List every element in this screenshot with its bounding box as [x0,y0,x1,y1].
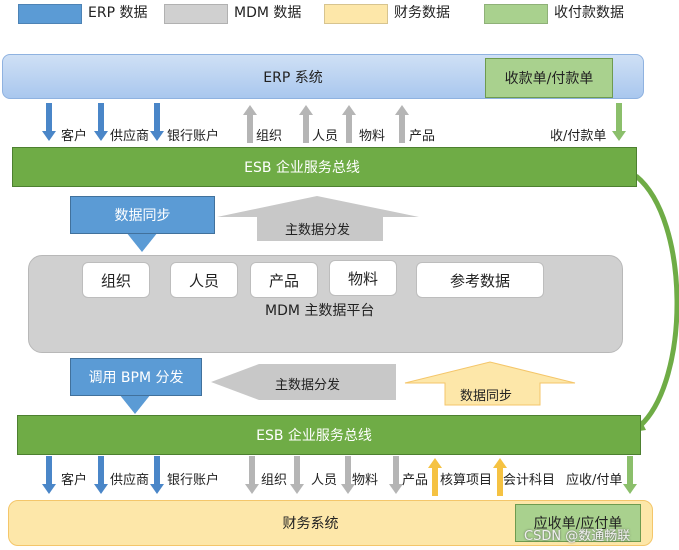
bottom-label-org: 组织 [261,473,288,488]
upper-dist-arrow [217,196,419,241]
bottom-blue-arrows [42,456,164,494]
watermark: CSDN @数通畅联 [524,529,631,544]
legend-label-mdm: MDM 数据 [234,5,302,21]
finance-ar-ap-label: 应收单/应付单 [533,516,623,532]
esb-bar-top: ESB 企业服务总线 [12,147,637,187]
bottom-label-ar-ap: 应收/付单 [566,473,623,488]
top-label-org: 组织 [256,129,283,144]
bottom-label-accounting-item: 核算项目 [440,473,493,488]
upper-dist-label: 主数据分发 [285,223,351,238]
legend-label-erp: ERP 数据 [88,5,148,21]
esb-bar-bottom: ESB 企业服务总线 [17,415,641,455]
top-label-person: 人员 [312,129,339,144]
esb-bar-bottom-title: ESB 企业服务总线 [256,428,372,444]
top-blue-arrows [42,103,164,141]
erp-receipt-payment-label: 收款单/付款单 [504,71,594,87]
legend-swatch-erp [18,4,82,24]
legend-swatch-payment [484,4,548,24]
upper-sync-box: 数据同步 [70,196,215,234]
bottom-label-customer: 客户 [61,473,88,488]
bottom-label-bank: 银行账户 [167,473,220,488]
legend-label-finance: 财务数据 [394,5,450,21]
mdm-item-reference: 参考数据 [416,262,544,298]
legend-swatch-finance [324,4,388,24]
finance-ar-ap-box: 应收单/应付单 [515,504,641,542]
top-label-supplier: 供应商 [110,129,150,144]
top-label-product: 产品 [409,129,436,144]
top-label-bank: 银行账户 [167,129,220,144]
esb-bar-top-title: ESB 企业服务总线 [244,160,360,176]
bottom-label-material: 物料 [352,473,379,488]
legend-swatch-mdm [164,4,228,24]
bottom-label-supplier: 供应商 [110,473,150,488]
bottom-label-account-subject: 会计科目 [503,473,556,488]
bottom-yellow-arrows [428,458,507,496]
lower-bpm-box: 调用 BPM 分发 [70,358,202,396]
bottom-grey-arrows [245,456,403,494]
top-grey-arrows [243,105,409,143]
mdm-title: MDM 主数据平台 [265,303,375,319]
top-label-receipt-payment: 收/付款单 [550,129,607,144]
mdm-item-product: 产品 [250,262,318,298]
legend-label-payment: 收付款数据 [554,5,624,21]
mdm-item-org: 组织 [82,262,150,298]
top-green-arrow [612,103,626,141]
top-label-customer: 客户 [61,129,88,144]
lower-sync-arrow [404,361,576,406]
lower-sync-label: 数据同步 [460,389,513,404]
lower-dist-arrow [211,364,396,400]
bottom-green-arrow [623,456,637,494]
lower-dist-label: 主数据分发 [275,378,341,393]
upper-sync-label: 数据同步 [114,208,171,224]
esb-curved-connector [634,174,679,428]
erp-receipt-payment-box: 收款单/付款单 [485,58,613,98]
erp-system-title: ERP 系统 [263,69,323,86]
lower-bpm-arrow-head [119,394,151,414]
upper-sync-arrow-head [126,232,158,252]
finance-system-title: 财务系统 [282,516,339,532]
mdm-item-material: 物料 [329,260,397,296]
bottom-label-person: 人员 [311,473,338,488]
mdm-item-person: 人员 [170,262,238,298]
lower-bpm-label: 调用 BPM 分发 [88,370,184,386]
top-label-material: 物料 [359,129,386,144]
bottom-label-product: 产品 [402,473,429,488]
